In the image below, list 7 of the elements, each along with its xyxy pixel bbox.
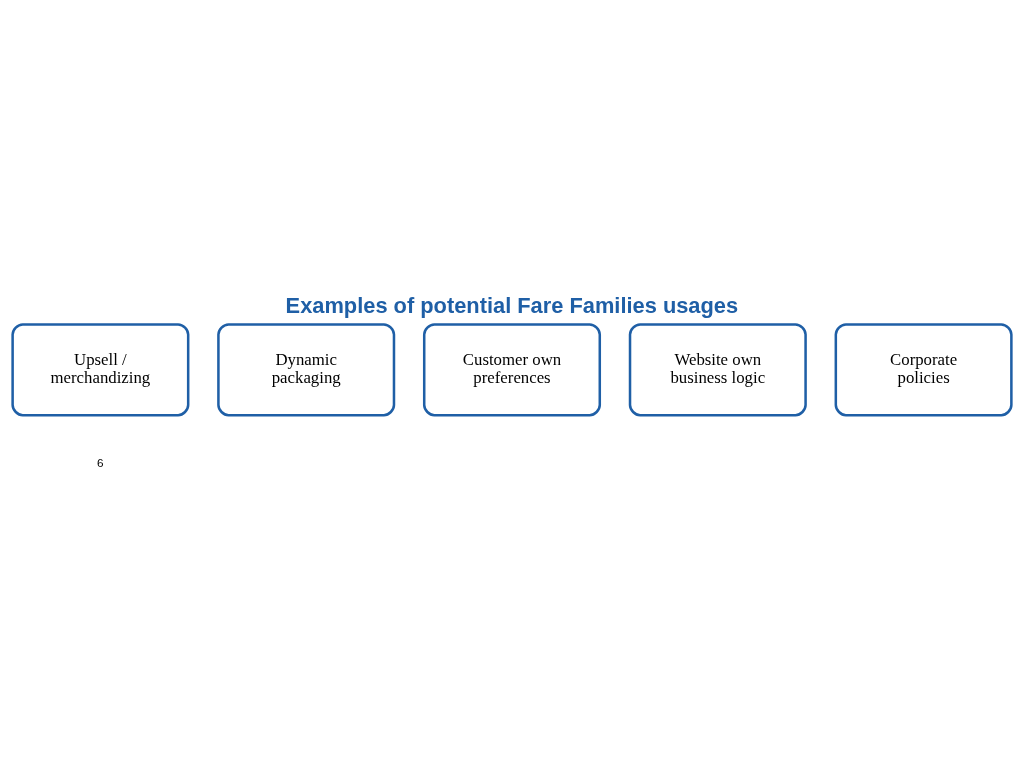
node-box: Website own business logic xyxy=(628,322,807,416)
node-box: Customer own preferences xyxy=(422,322,602,416)
node-box: Corporate policies xyxy=(834,322,1013,416)
diagram-title: Examples of potential Fare Families usages xyxy=(285,292,739,318)
node-box: Dynamic packaging xyxy=(217,322,396,416)
label: 6 xyxy=(97,455,104,469)
node-box: Upsell / merchandizing xyxy=(11,322,190,416)
